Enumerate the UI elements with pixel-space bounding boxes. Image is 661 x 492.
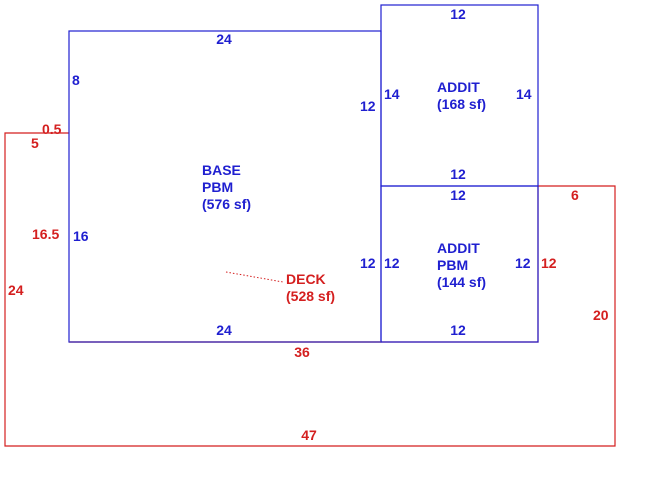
addit-lower-name-label: ADDIT	[437, 240, 480, 256]
base-dim-top: 24	[216, 31, 232, 47]
addit-lower-dim-bottom: 12	[450, 322, 466, 338]
deck-label-leader	[225, 271, 284, 283]
deck-dim-step-left: 5	[31, 135, 39, 151]
base-name-label: BASE	[202, 162, 241, 178]
base-dim-right-lower: 12	[360, 255, 376, 271]
addit-lower-outline	[380, 185, 539, 343]
base-dim-right-upper: 12	[360, 98, 376, 114]
addit-upper-name-label: ADDIT	[437, 79, 480, 95]
deck-dim-right-inner: 12	[541, 255, 557, 271]
base-area-label: (576 sf)	[202, 196, 252, 212]
addit-upper-dim-bottom: 12	[450, 166, 466, 182]
base-type-label: PBM	[202, 179, 234, 195]
deck-dim-left-outer: 24	[8, 282, 24, 298]
base-dim-bottom: 24	[216, 322, 232, 338]
deck-dim-right-step-top: 6	[571, 187, 579, 203]
addit-lower-type-label: PBM	[437, 257, 469, 273]
addit-lower-area-label: (144 sf)	[437, 274, 487, 290]
deck-dim-right-outer: 20	[593, 307, 609, 323]
addit-upper-dim-right: 14	[516, 86, 532, 102]
base-dim-left-lower: 16	[73, 228, 89, 244]
deck-name-label: DECK	[286, 271, 326, 287]
addit-lower-dim-top: 12	[450, 187, 466, 203]
addit-upper-dim-top: 12	[450, 6, 466, 22]
deck-dim-step-top: 0.5	[42, 121, 62, 137]
base-dim-left-upper: 8	[72, 72, 80, 88]
deck-dim-bottom-outer: 47	[301, 427, 317, 443]
deck-dim-bottom-inner: 36	[294, 344, 310, 360]
addit-lower-dim-right: 12	[515, 255, 531, 271]
deck-area-label: (528 sf)	[286, 288, 336, 304]
addit-upper-dim-left: 14	[384, 86, 400, 102]
deck-dim-left-inner: 16.5	[32, 226, 60, 242]
addit-upper-area-label: (168 sf)	[437, 96, 487, 112]
addit-lower-dim-left: 12	[384, 255, 400, 271]
